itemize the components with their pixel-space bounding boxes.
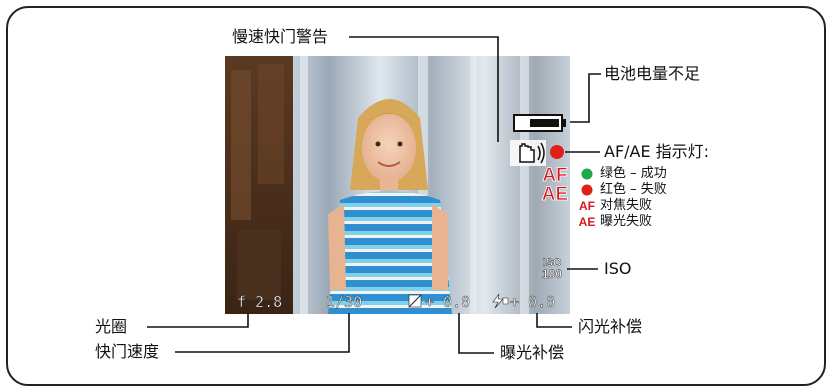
af-ae-badge: AF AE: [541, 165, 568, 206]
girl-face: [362, 114, 416, 182]
label-red-fail: 红色 – 失败: [600, 182, 667, 197]
flash-value: + 0.0: [510, 293, 555, 311]
label-low-battery: 电池电量不足: [604, 64, 701, 83]
shake-hand-icon: [510, 140, 546, 166]
af-badge: AF: [542, 165, 567, 186]
label-green-success: 绿色 – 成功: [600, 166, 667, 181]
label-focus-fail: 对焦失败: [600, 198, 653, 213]
exposure-value: + 0.0: [425, 293, 470, 311]
diagram-frame: [6, 6, 826, 386]
af-ae-indicator-dot: [550, 145, 564, 159]
girl-shirt: [328, 191, 452, 314]
iso-badge: ISO 100: [542, 257, 563, 282]
lcd-photo: [225, 56, 570, 314]
battery-icon: [513, 114, 566, 132]
leader-lines: [147, 36, 601, 354]
shutter-value: 1/30: [326, 293, 362, 311]
red-dot: [581, 184, 593, 196]
label-slow-shutter-warning: 慢速快门警告: [232, 27, 329, 46]
label-exposure-comp: 曝光补偿: [500, 343, 565, 362]
label-iso: ISO: [604, 259, 632, 278]
green-dot: [581, 168, 593, 180]
label-exposure-fail: 曝光失败: [600, 214, 653, 229]
iso-badge-bottom: 100: [542, 267, 562, 281]
label-shutter-speed: 快门速度: [95, 342, 160, 361]
exposure-comp-icon: [408, 294, 422, 308]
iso-badge-top: ISO: [543, 257, 562, 269]
flash-comp-icon: [492, 293, 509, 309]
legend-af-badge: AF: [579, 199, 595, 213]
ae-badge: AE: [542, 184, 568, 205]
legend-ae-badge: AE: [579, 215, 596, 229]
label-aperture: 光圈: [95, 317, 128, 336]
label-af-ae-indicator: AF/AE 指示灯:: [604, 142, 710, 161]
label-flash-comp: 闪光补偿: [578, 317, 643, 336]
aperture-value: f 2.8: [237, 293, 282, 311]
